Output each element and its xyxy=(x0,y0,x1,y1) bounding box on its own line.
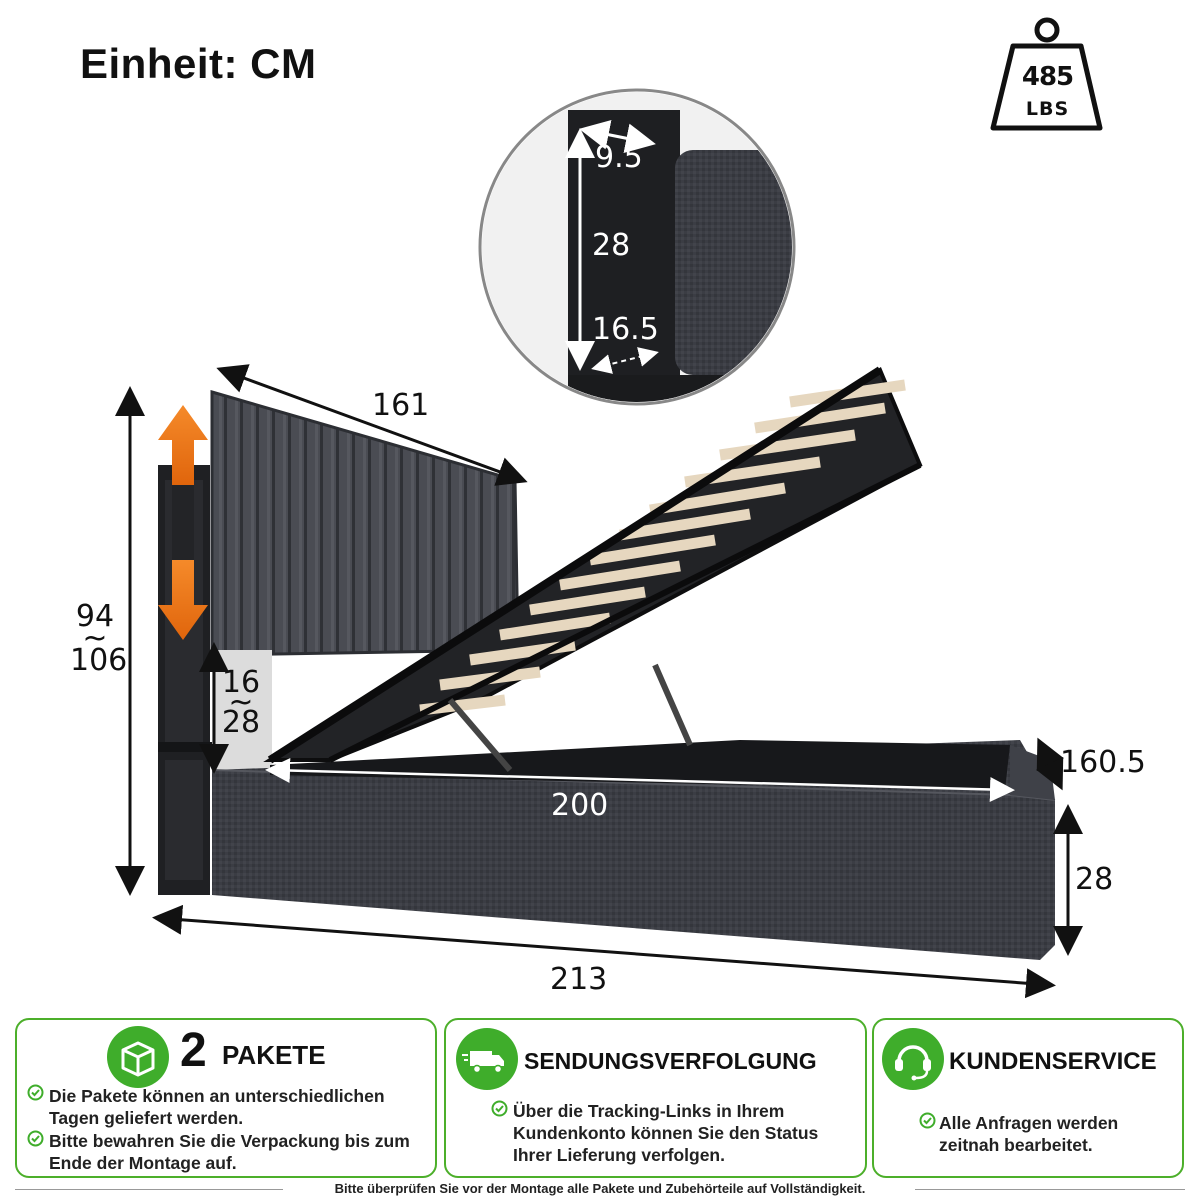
customer-service-bullet-1: Alle Anfragen werden zeitnah bearbeitet. xyxy=(939,1113,1119,1155)
lift-up-slatted-frame xyxy=(263,366,923,772)
weight-unit: LBS xyxy=(1025,98,1070,120)
shelf-depth-label: 9.5 xyxy=(595,140,643,175)
check-icon xyxy=(919,1112,936,1129)
shelf-bottom-label: 16.5 xyxy=(592,312,659,347)
package-count: 2 xyxy=(180,1024,207,1077)
packages-bullet-2: Bitte bewahren Sie die Verpackung bis zu… xyxy=(49,1131,410,1173)
tracking-title: SENDUNGSVERFOLGUNG xyxy=(524,1048,817,1074)
packages-title: PAKETE xyxy=(222,1040,326,1070)
package-icon xyxy=(107,1026,169,1088)
unit-title: Einheit: CM xyxy=(80,40,317,87)
total-length-label: 213 xyxy=(550,962,608,997)
zoom-detail-circle xyxy=(478,88,796,406)
footer-divider-left xyxy=(15,1189,283,1190)
bed-drawing xyxy=(115,88,1083,999)
weight-icon xyxy=(990,17,1103,131)
check-icon xyxy=(27,1130,44,1147)
adjust-height-label: 16 ~ 28 xyxy=(221,665,261,740)
headboard-width-label: 161 xyxy=(372,388,430,423)
info-panel-packages: 2 PAKETE Die Pakete können an unterschie… xyxy=(15,1018,437,1178)
inner-width-label: 160.5 xyxy=(1060,745,1146,780)
weight-badge: 485 LBS xyxy=(985,10,1110,135)
inner-length-label: 200 xyxy=(551,788,609,823)
info-panel-tracking: SENDUNGSVERFOLGUNG Über die Tracking-Lin… xyxy=(444,1018,867,1178)
shelf-height-label: 28 xyxy=(592,228,631,263)
check-icon xyxy=(491,1100,508,1117)
truck-icon xyxy=(456,1028,518,1090)
tracking-bullet-1: Über die Tracking-Links in Ihrem Kundenk… xyxy=(513,1101,819,1165)
total-height-label: 94 ~ 106 xyxy=(70,599,128,678)
weight-value: 485 xyxy=(1021,62,1074,92)
info-panel-customer-service: KUNDENSERVICE Alle Anfragen werden zeitn… xyxy=(872,1018,1184,1178)
check-icon xyxy=(27,1084,44,1101)
customer-service-title: KUNDENSERVICE xyxy=(949,1048,1157,1075)
footer-divider-right xyxy=(915,1189,1185,1190)
bed-product-illustration: 9.5 28 16.5 161 94 ~ 106 16 ~ 28 200 160… xyxy=(70,88,1146,999)
packages-bullet-1: Die Pakete können an unterschiedlichen T… xyxy=(49,1086,385,1128)
height-adjust-arrow xyxy=(158,405,208,640)
frame-height-label: 28 xyxy=(1075,862,1114,897)
headset-icon xyxy=(882,1028,944,1090)
footer-note: Bitte überprüfen Sie vor der Montage all… xyxy=(334,1181,866,1196)
